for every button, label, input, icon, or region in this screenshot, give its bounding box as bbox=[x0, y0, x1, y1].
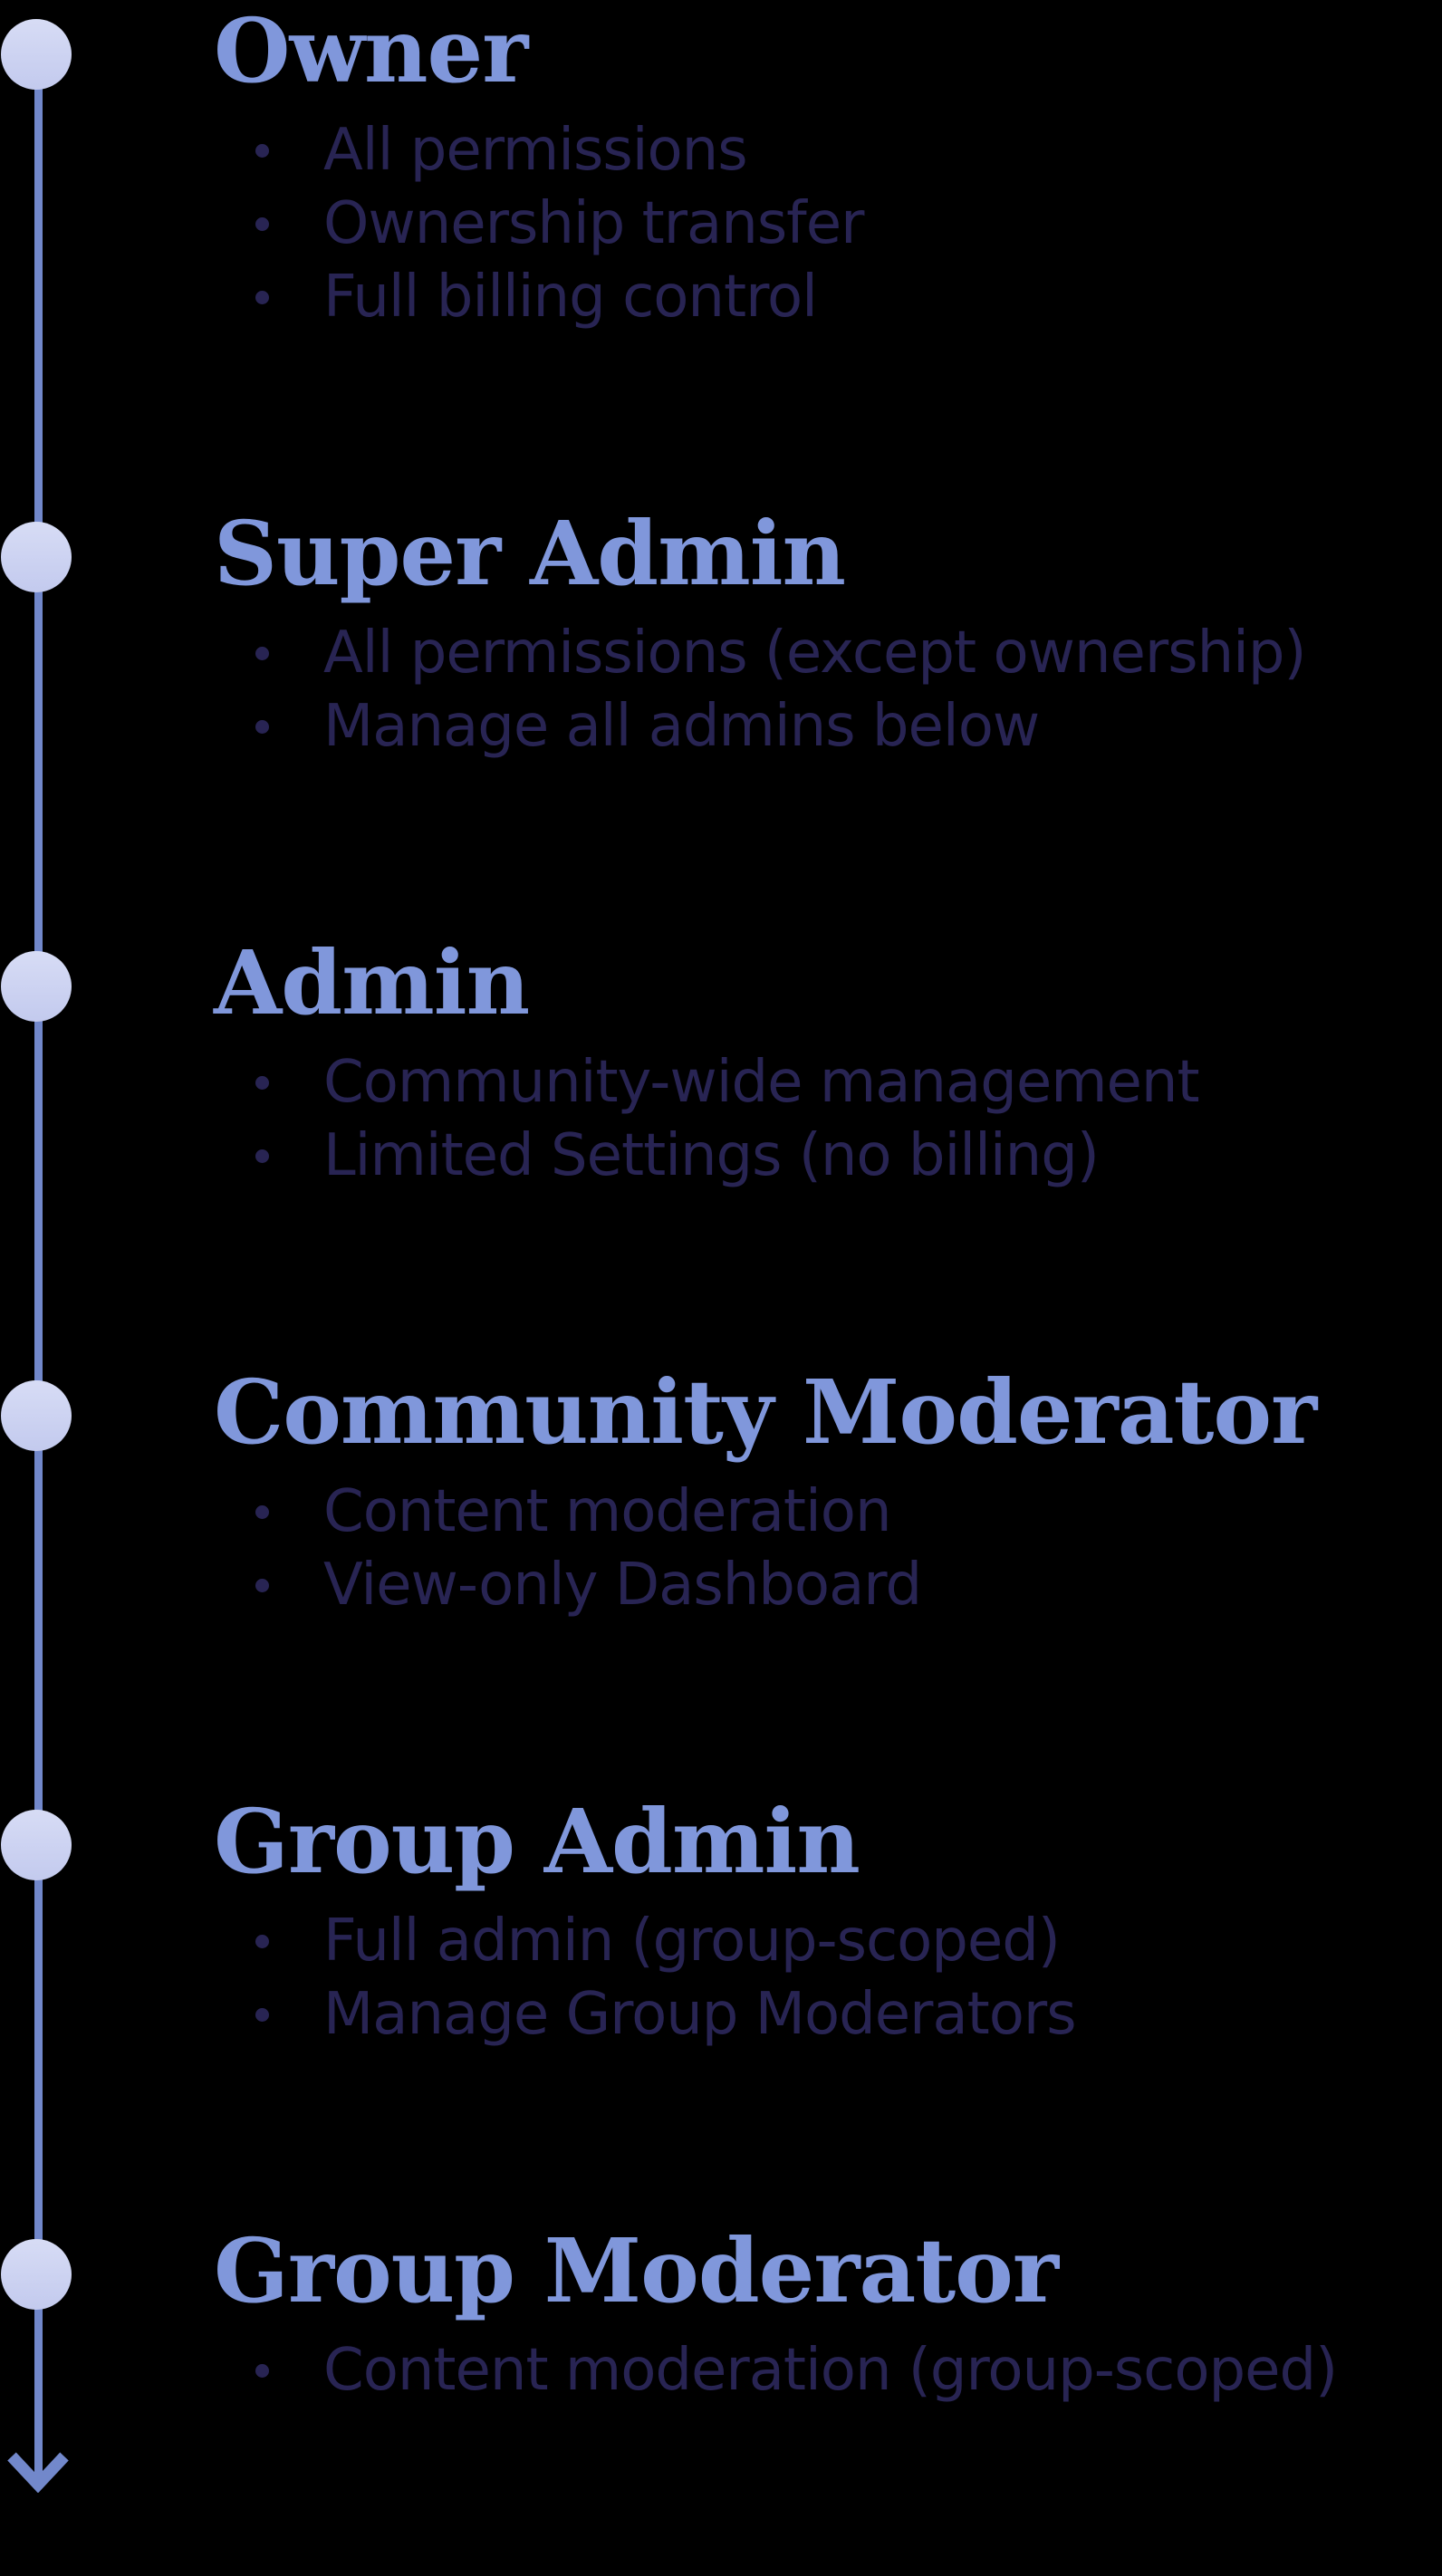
timeline-node-icon bbox=[1, 1810, 72, 1880]
role-title: Community Moderator bbox=[214, 1360, 1317, 1464]
role-title: Admin bbox=[214, 931, 530, 1034]
timeline-node-icon bbox=[1, 951, 72, 1022]
permission-list: Content moderation (group-scoped) bbox=[214, 2334, 1442, 2408]
role-section: Group Moderator Content moderation (grou… bbox=[1, 2219, 1442, 2408]
timeline-node-icon bbox=[1, 522, 72, 592]
role-section: Super Admin All permissions (except owne… bbox=[1, 502, 1442, 764]
role-title: Owner bbox=[214, 0, 528, 102]
permission-item: View-only Dashboard bbox=[214, 1549, 1442, 1622]
permission-item: Content moderation (group-scoped) bbox=[214, 2334, 1442, 2408]
permission-item: Manage Group Moderators bbox=[214, 1978, 1442, 2052]
timeline-node-icon bbox=[1, 1380, 72, 1451]
permission-item: Manage all admins below bbox=[214, 690, 1442, 764]
permission-item: Full admin (group-scoped) bbox=[214, 1905, 1442, 1978]
role-section: Group Admin Full admin (group-scoped)Man… bbox=[1, 1790, 1442, 2052]
role-title: Group Moderator bbox=[214, 2219, 1059, 2322]
timeline-node-icon bbox=[1, 19, 72, 90]
permission-list: Full admin (group-scoped)Manage Group Mo… bbox=[214, 1905, 1442, 2052]
down-arrow-icon bbox=[7, 2452, 69, 2493]
permission-item: Full billing control bbox=[214, 261, 1442, 334]
timeline-rail bbox=[34, 53, 43, 2478]
permission-list: All permissions (except ownership)Manage… bbox=[214, 617, 1442, 764]
role-title: Group Admin bbox=[214, 1790, 860, 1893]
timeline-node-icon bbox=[1, 2239, 72, 2310]
permission-item: Content moderation bbox=[214, 1475, 1442, 1549]
permission-item: Ownership transfer bbox=[214, 187, 1442, 261]
permission-item: Community-wide management bbox=[214, 1046, 1442, 1120]
role-title: Super Admin bbox=[214, 502, 846, 605]
permission-item: Limited Settings (no billing) bbox=[214, 1120, 1442, 1193]
permission-item: All permissions (except ownership) bbox=[214, 617, 1442, 690]
permission-item: All permissions bbox=[214, 114, 1442, 187]
